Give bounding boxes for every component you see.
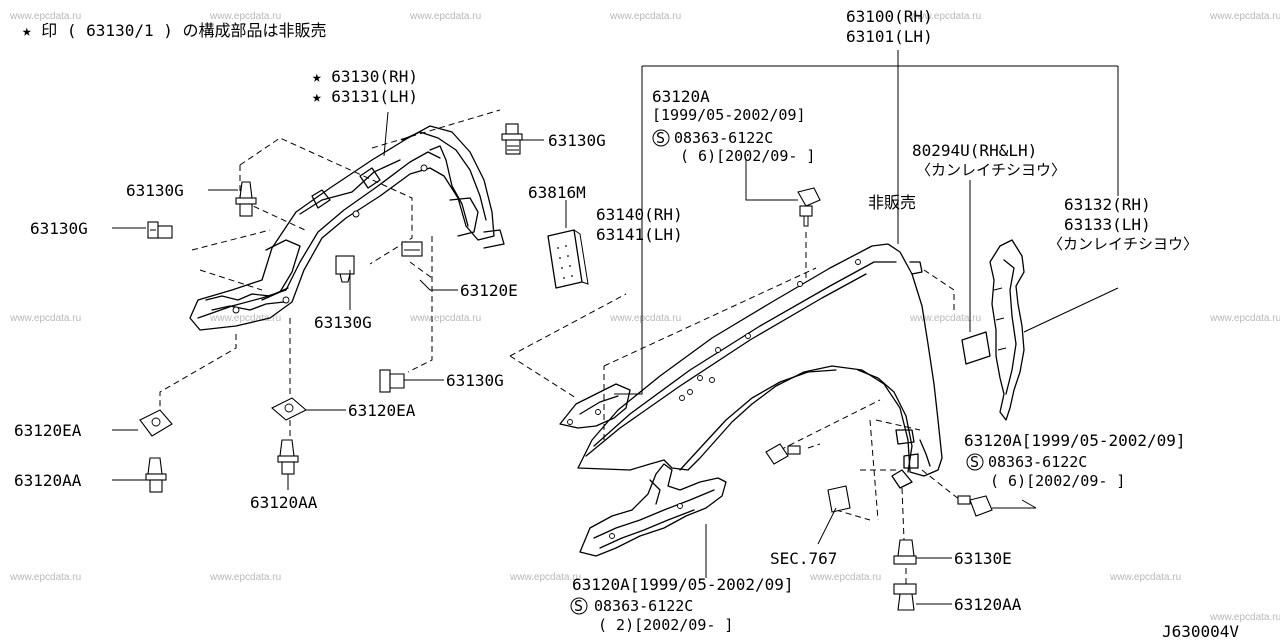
part-number-label: 63132(RH) <box>1064 195 1151 214</box>
part-number-label: 63130G <box>314 313 372 332</box>
part-number-label: 80294U(RH&LH) <box>912 141 1037 160</box>
part-number-label: 63100(RH) <box>846 7 933 26</box>
clip-icon <box>335 255 355 283</box>
part-number-label: 08363-6122C <box>594 597 693 615</box>
nut-plate-icon <box>827 485 851 513</box>
screw-icon <box>797 187 821 227</box>
part-number-label: 63120E <box>460 281 518 300</box>
caution-label-drawing <box>961 331 991 365</box>
watermark: www.epcdata.ru <box>409 11 481 22</box>
fender-liner-drawing <box>189 125 505 331</box>
s-symbol-icon: S <box>966 453 984 471</box>
part-number-label: 63101(LH) <box>846 27 933 46</box>
fender-panel-drawing <box>577 243 943 489</box>
part-number-label: 63120EA <box>14 421 82 440</box>
quantity-label: ( 6)[2002/09- ] <box>990 472 1125 490</box>
watermarks: www.epcdata.ru www.epcdata.ru www.epcdat… <box>9 11 1280 623</box>
part-number-label: ★ 63130(RH) <box>312 67 418 86</box>
nut-plate-icon <box>139 409 173 437</box>
watermark: www.epcdata.ru <box>909 313 981 324</box>
s-symbol-icon: S <box>570 597 588 615</box>
watermark: www.epcdata.ru <box>1209 612 1280 623</box>
liner-fasteners <box>139 123 523 493</box>
description-label: 〈カンレイチシヨウ〉 <box>1048 235 1198 253</box>
not-for-sale-label: 非販売 <box>868 193 916 212</box>
part-number-label: 08363-6122C <box>674 129 773 147</box>
fender-labels: 63100(RH) 63101(LH) 63120A [1999/05-2002… <box>528 7 1239 640</box>
non-sale-note: ★ 印 ( 63130/1 ) の構成部品は非販売 <box>22 21 327 40</box>
part-number-label: 63133(LH) <box>1064 215 1151 234</box>
watermark: www.epcdata.ru <box>209 313 281 324</box>
watermark: www.epcdata.ru <box>1109 572 1181 583</box>
section-reference-label: SEC.767 <box>770 549 837 568</box>
clip-icon <box>501 123 523 155</box>
watermark: www.epcdata.ru <box>809 572 881 583</box>
part-number-label: 63120EA <box>348 401 416 420</box>
part-number-label: 63140(RH) <box>596 205 683 224</box>
watermark: www.epcdata.ru <box>209 11 281 22</box>
part-number-label: 63130G <box>126 181 184 200</box>
watermark: www.epcdata.ru <box>609 313 681 324</box>
part-number-label: 63130G <box>446 371 504 390</box>
watermark: www.epcdata.ru <box>509 572 581 583</box>
screw-icon <box>765 443 801 465</box>
clip-icon <box>893 539 917 565</box>
description-label: 〈カンレイチシヨウ〉 <box>916 161 1066 179</box>
fender-guide-lines <box>509 232 961 590</box>
clip-icon <box>401 241 423 257</box>
fender-fasteners <box>765 187 993 611</box>
liner-labels: ★ 63130(RH) ★ 63131(LH) 63130G 63130G 63… <box>14 67 606 512</box>
part-number-label: 63130G <box>30 219 88 238</box>
clip-icon <box>147 221 173 239</box>
part-number-label: 63130E <box>954 549 1012 568</box>
fender-leader-lines <box>565 50 1119 605</box>
liner-guide-lines <box>159 109 501 438</box>
s-symbol-icon: S <box>652 129 670 147</box>
bolt-icon <box>379 369 405 393</box>
quantity-label: ( 6)[2002/09- ] <box>680 147 815 165</box>
part-number-label: 63141(LH) <box>596 225 683 244</box>
svg-text:S: S <box>970 453 979 471</box>
part-number-label: 63120AA <box>954 595 1022 614</box>
watermark: www.epcdata.ru <box>409 313 481 324</box>
part-number-label: 63120AA <box>14 471 82 490</box>
splash-shield-drawing <box>579 463 727 557</box>
diagram-code-label: J630004V <box>1162 622 1239 640</box>
clip-icon <box>145 457 167 493</box>
svg-text:S: S <box>656 129 665 147</box>
watermark: www.epcdata.ru <box>9 11 81 22</box>
part-number-label: ★ 63131(LH) <box>312 87 418 106</box>
clip-icon <box>277 439 299 475</box>
watermark: www.epcdata.ru <box>1209 313 1280 324</box>
part-number-label: 63130G <box>548 131 606 150</box>
watermark: www.epcdata.ru <box>9 572 81 583</box>
part-number-label: 63120A[1999/05-2002/09] <box>572 575 794 594</box>
watermark: www.epcdata.ru <box>9 313 81 324</box>
clip-icon <box>235 181 257 217</box>
watermark: www.epcdata.ru <box>609 11 681 22</box>
liner-leader-lines <box>112 111 544 490</box>
part-number-label: 63816M <box>528 183 586 202</box>
part-number-label: 08363-6122C <box>988 453 1087 471</box>
part-number-label: 63120AA <box>250 493 318 512</box>
clip-icon <box>893 583 917 611</box>
quantity-label: ( 2)[2002/09- ] <box>598 616 733 634</box>
screw-icon <box>957 495 993 517</box>
part-number-label: 63120A <box>652 87 710 106</box>
watermark: www.epcdata.ru <box>209 572 281 583</box>
watermark: www.epcdata.ru <box>909 11 981 22</box>
nut-plate-icon <box>271 397 307 421</box>
date-range-label: [1999/05-2002/09] <box>652 106 806 124</box>
part-number-label: 63120A[1999/05-2002/09] <box>964 431 1186 450</box>
svg-text:S: S <box>574 597 583 615</box>
side-protector-drawing <box>989 239 1025 421</box>
fender-bracket-drawing <box>559 383 631 429</box>
watermark: www.epcdata.ru <box>1209 11 1280 22</box>
seal-pad-drawing <box>547 229 589 289</box>
